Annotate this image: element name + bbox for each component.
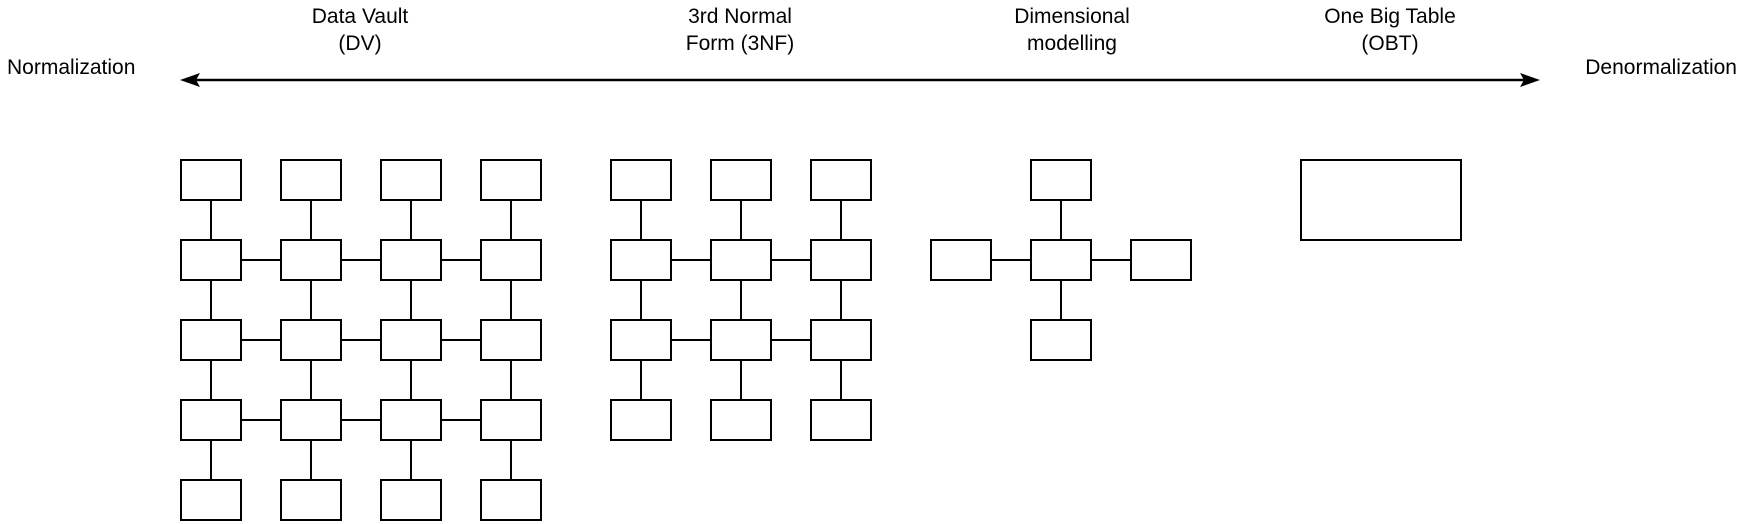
label-one-big-table: One Big Table (OBT) <box>1240 3 1540 57</box>
arrowhead-left-icon <box>180 73 200 87</box>
third-normal-form-table-box <box>710 159 772 201</box>
third-normal-form-table-box <box>610 159 672 201</box>
data-vault-table-box <box>180 399 242 441</box>
data-vault-table-box <box>280 159 342 201</box>
third-normal-form-table-box <box>610 399 672 441</box>
dimensional-modelling-dimension-table-box <box>1030 159 1092 201</box>
arrowhead-right-icon <box>1520 73 1540 87</box>
data-vault-table-box <box>380 239 442 281</box>
spectrum-arrow <box>180 73 1540 87</box>
data-vault-table-box <box>380 319 442 361</box>
third-normal-form-table-box <box>610 319 672 361</box>
data-vault-table-box <box>480 159 542 201</box>
dimensional-modelling-dimension-table-box <box>1030 319 1092 361</box>
data-vault-table-box <box>180 159 242 201</box>
third-normal-form-table-box <box>710 319 772 361</box>
data-vault-table-box <box>280 239 342 281</box>
label-dimensional-modelling: Dimensional modelling <box>922 3 1222 57</box>
label-line-1: One Big Table <box>1324 5 1456 28</box>
label-third-normal-form: 3rd Normal Form (3NF) <box>590 3 890 57</box>
label-line-2: (OBT) <box>1361 32 1419 55</box>
data-vault-table-box <box>180 479 242 521</box>
data-vault-table-box <box>380 399 442 441</box>
label-line-1: 3rd Normal <box>688 5 792 28</box>
data-vault-table-box <box>480 479 542 521</box>
data-vault-table-box <box>480 319 542 361</box>
label-line-2: Form (3NF) <box>685 32 795 55</box>
third-normal-form-table-box <box>710 399 772 441</box>
denormalization-axis-label: Denormalization <box>1585 56 1737 79</box>
label-line-1: Dimensional <box>1014 5 1130 28</box>
third-normal-form-table-box <box>810 399 872 441</box>
label-line-2: (DV) <box>338 32 382 55</box>
third-normal-form-table-box <box>810 319 872 361</box>
data-vault-table-box <box>280 319 342 361</box>
normalization-axis-label: Normalization <box>7 56 136 79</box>
third-normal-form-table-box <box>610 239 672 281</box>
data-vault-table-box <box>380 159 442 201</box>
label-line-1: Data Vault <box>311 5 409 28</box>
data-vault-table-box <box>480 399 542 441</box>
label-data-vault: Data Vault (DV) <box>210 3 510 57</box>
data-vault-table-box <box>180 239 242 281</box>
third-normal-form-table-box <box>810 159 872 201</box>
relationship-edges <box>210 201 1130 479</box>
data-vault-table-box <box>180 319 242 361</box>
dimensional-modelling-dimension-table-box <box>1130 239 1192 281</box>
data-vault-table-box <box>380 479 442 521</box>
third-normal-form-table-box <box>710 239 772 281</box>
one-big-table-table-box <box>1300 159 1462 241</box>
dimensional-modelling-fact-table-box <box>1030 239 1092 281</box>
data-vault-table-box <box>280 479 342 521</box>
data-vault-table-box <box>280 399 342 441</box>
third-normal-form-table-box <box>810 239 872 281</box>
dimensional-modelling-dimension-table-box <box>930 239 992 281</box>
label-line-2: modelling <box>1027 32 1117 55</box>
data-vault-table-box <box>480 239 542 281</box>
